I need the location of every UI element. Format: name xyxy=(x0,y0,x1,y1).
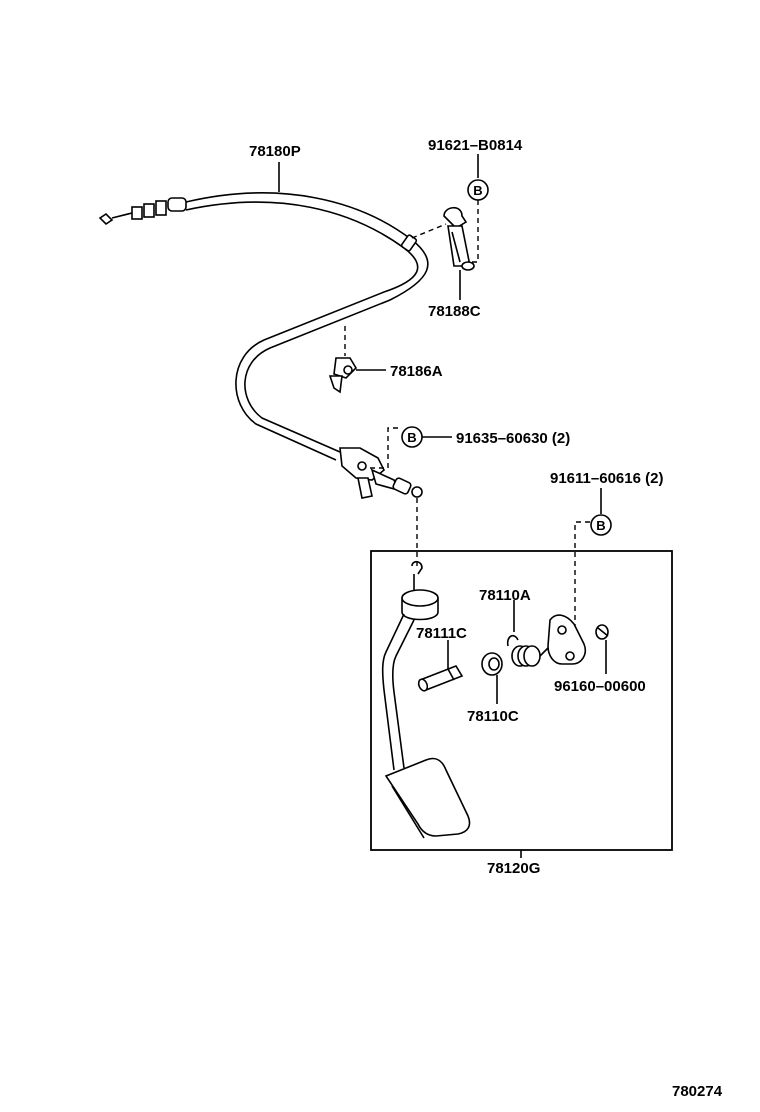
pedal-pivot-top xyxy=(401,589,439,607)
clip-part-number: 96160–00600 xyxy=(554,678,646,695)
bracket-78188c xyxy=(443,206,475,271)
pin-groove xyxy=(447,668,455,681)
bushing-inner xyxy=(488,657,500,671)
spring-part-number: 78110A xyxy=(479,587,531,604)
cable-inner-wire xyxy=(111,212,133,219)
clamp-78186a xyxy=(328,357,358,394)
cable-end-bolt-hole xyxy=(357,461,367,471)
spring-tail xyxy=(539,647,549,657)
clamp-tab xyxy=(328,375,343,394)
callout-b-mid-letter: B xyxy=(407,430,416,445)
bushing-78110c xyxy=(481,652,503,676)
spring-coil-3 xyxy=(523,645,541,667)
cable-end-hook xyxy=(98,212,114,226)
cable-nut-3 xyxy=(155,200,167,216)
pin-78111c xyxy=(417,665,464,692)
callout-b-right-circle xyxy=(590,514,612,536)
clip-gap xyxy=(597,627,609,637)
cable-end-ferrule xyxy=(392,477,412,495)
pedal-assy-part-number: 78120G xyxy=(487,860,540,877)
clip-96160-00600 xyxy=(595,624,609,640)
bracket-hook xyxy=(443,206,468,230)
pedal-bracket-hole-1 xyxy=(557,625,567,635)
callout-b-top: B xyxy=(467,179,489,201)
bolt-top-dashed-leader xyxy=(466,200,479,263)
callout-b-mid: B xyxy=(401,426,423,448)
pedal-bracket-body xyxy=(547,614,587,665)
bracket-rib xyxy=(451,231,461,263)
bolt-top-part-number: 91621–B0814 xyxy=(428,137,523,154)
bracket-dashed-link xyxy=(411,223,447,239)
bracket-part-number: 78188C xyxy=(428,303,481,320)
cable-end-tab xyxy=(357,477,373,499)
cable-end-ball xyxy=(411,486,423,498)
callout-b-right: B xyxy=(590,514,612,536)
clamp-hole xyxy=(343,365,353,375)
accelerator-pedal-arm xyxy=(381,560,471,839)
pedal-bracket-plate xyxy=(547,614,587,665)
drawing-number: 780274 xyxy=(672,1083,723,1100)
callout-b-right-letter: B xyxy=(596,518,605,533)
cable-sleeve xyxy=(167,197,187,212)
bolt-mid-dashed-leader xyxy=(370,427,400,469)
accelerator-cable xyxy=(98,192,429,499)
bracket-bolt-hole xyxy=(461,261,475,271)
bolt-right-part-number: 91611–60616 (2) xyxy=(550,470,663,487)
bushing-part-number: 78110C xyxy=(467,708,519,725)
pedal-bracket-hole-2 xyxy=(565,651,575,661)
spring-78110a xyxy=(506,634,549,667)
cable-nut-2 xyxy=(143,203,155,218)
clamp-part-number: 78186A xyxy=(390,363,443,380)
pedal-pad-edge xyxy=(391,785,425,839)
bolt-right-dashed-leader xyxy=(574,521,590,628)
cable-part-number: 78180P xyxy=(249,143,301,160)
bolt-mid-part-number: 91635–60630 (2) xyxy=(456,430,570,447)
cable-nut-1 xyxy=(131,206,143,220)
pin-part-number: 78111C xyxy=(416,625,467,642)
pin-end xyxy=(417,678,429,692)
callout-b-top-letter: B xyxy=(473,183,482,198)
spring-hook xyxy=(506,634,519,647)
pedal-arm-hook xyxy=(411,560,423,575)
pedal-pad xyxy=(384,757,471,837)
